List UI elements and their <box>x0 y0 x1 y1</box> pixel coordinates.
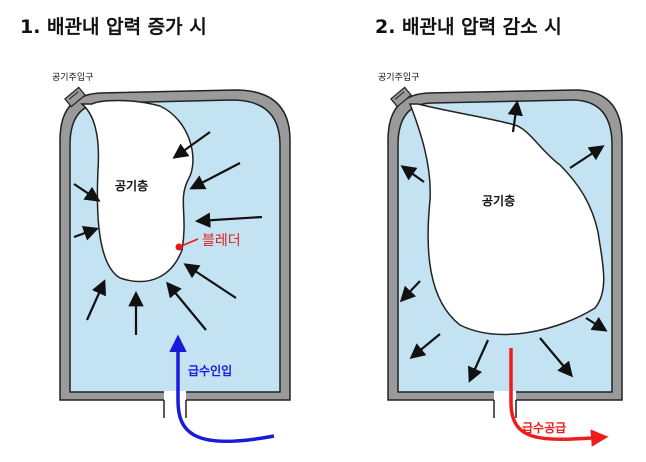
right-arrow <box>409 333 441 359</box>
right-water-supply-arrow <box>509 348 609 447</box>
right-arrow <box>585 316 608 332</box>
left-arrow <box>166 281 207 331</box>
right-air-inlet-valve <box>390 86 412 108</box>
left-arrow <box>172 131 211 159</box>
left-arrow <box>73 225 99 241</box>
right-arrow <box>399 280 421 303</box>
right-arrow <box>400 165 425 183</box>
left-arrow <box>85 279 106 321</box>
right-arrow <box>507 99 523 133</box>
right-air-inlet-label: 공기주입구 <box>378 71 419 83</box>
left-water-inflow-arrow <box>169 334 275 444</box>
left-tank: 공기주입구 공기층 블레더 급수인입 <box>52 71 291 444</box>
left-air-inlet-label: 공기주입구 <box>52 71 93 83</box>
left-bladder-air-layer <box>79 99 194 283</box>
bladder-pointer-line <box>178 238 199 248</box>
left-pressure-arrows <box>73 131 263 335</box>
right-panel-title: 2. 배관내 압력 감소 시 <box>375 16 562 38</box>
left-arrow <box>189 162 241 190</box>
left-arrow <box>194 212 263 228</box>
bladder-label: 블레더 <box>202 233 241 249</box>
left-tank-outlet <box>164 391 186 403</box>
left-flow-label: 급수인입 <box>188 363 232 378</box>
left-arrow <box>73 183 101 202</box>
left-arrow <box>183 263 237 299</box>
right-flow-label: 급수공급 <box>522 421 566 435</box>
left-air-layer-label: 공기층 <box>115 178 148 193</box>
right-arrow <box>468 339 490 383</box>
right-tank: 공기주입구 공기층 급수공급 <box>378 71 623 447</box>
left-air-inlet-valve <box>64 86 86 108</box>
right-bladder-air-layer <box>408 103 605 336</box>
left-panel-title: 1. 배관내 압력 증가 시 <box>20 16 207 38</box>
right-arrow <box>539 337 573 378</box>
right-arrow <box>569 145 605 169</box>
right-air-layer-label: 공기층 <box>482 193 515 208</box>
right-pressure-arrows <box>399 99 608 383</box>
